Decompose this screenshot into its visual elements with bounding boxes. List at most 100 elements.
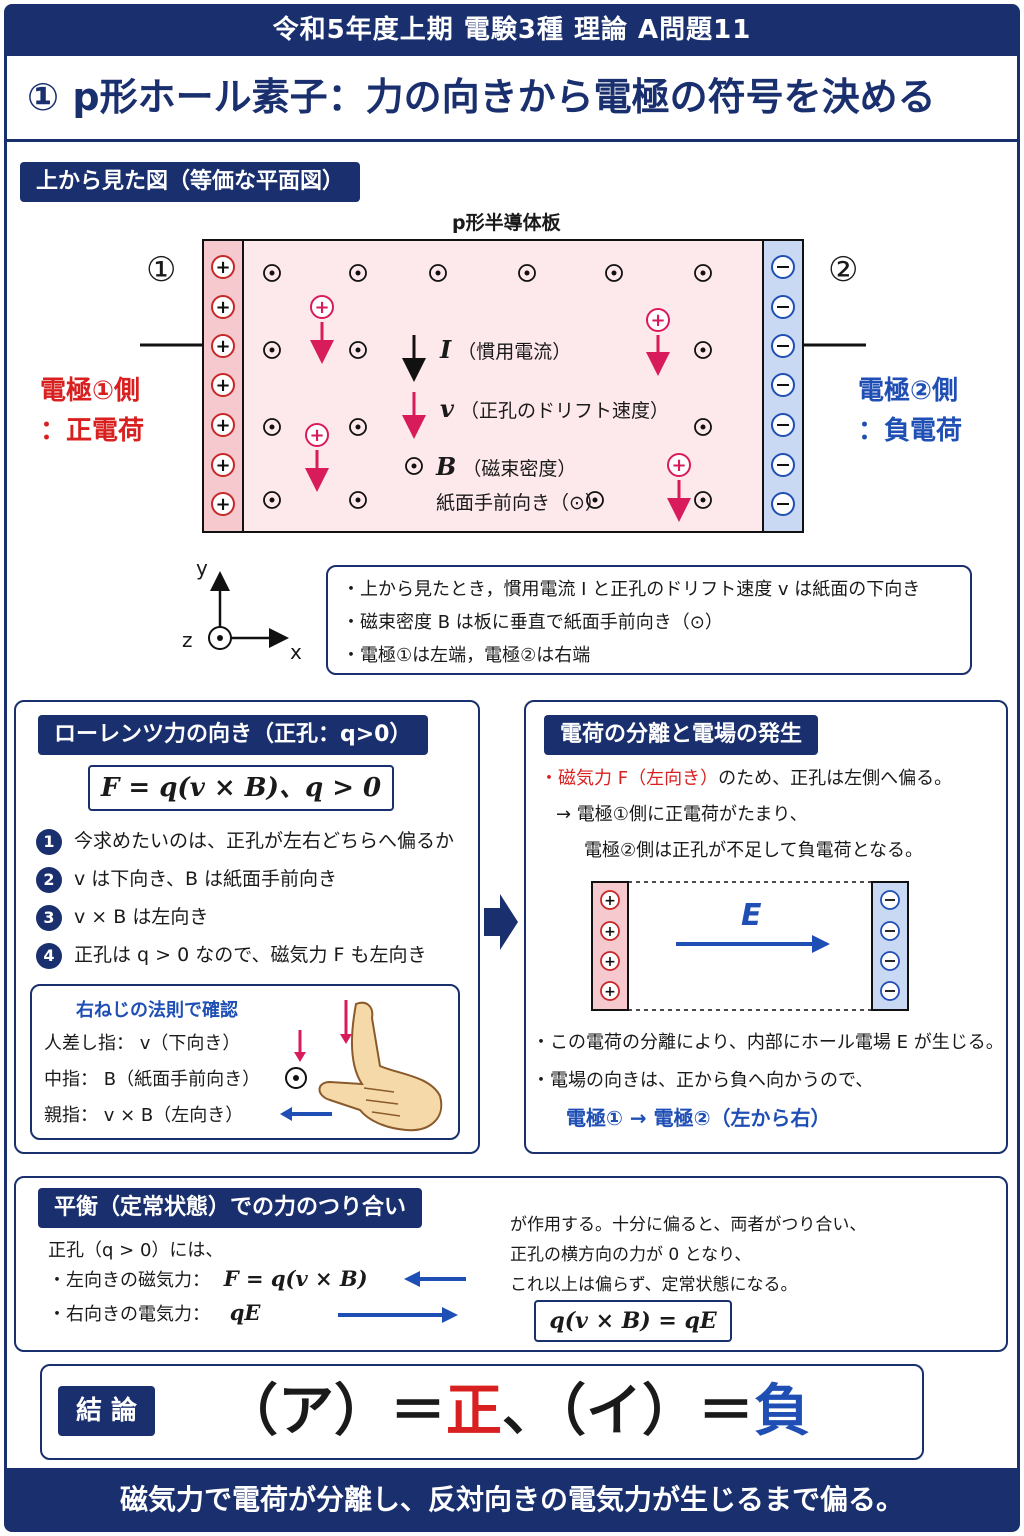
holes: + + + + <box>305 295 691 522</box>
answer-i-label: （イ）＝ <box>558 1379 754 1444</box>
footer-summary: 磁気力で電荷が分離し、反対向きの電気力が生じるまで偏る。 <box>4 1468 1020 1532</box>
current-text: （慣用電流） <box>457 341 572 363</box>
separation-line-4: ・この電荷の分離により、内部にホール電場 E が生じる。 <box>532 1032 1004 1053</box>
header-bar: 令和5年度上期 電験3種 理論 A問題11 <box>4 4 1020 56</box>
velocity-symbol: v <box>440 394 454 423</box>
semiconductor-plate <box>202 239 804 533</box>
rule-thumb: 親指： v × B（左向き） <box>44 1105 244 1126</box>
electrode-1-side: 電極①側 <box>40 376 141 406</box>
main-frame <box>4 142 1020 1468</box>
separation-tag: 電荷の分離と電場の発生 <box>544 715 819 755</box>
svg-text:+: + <box>314 297 329 318</box>
separation-line-3: 電極②側は正孔が不足して負電荷となる。 <box>584 840 924 861</box>
hall-diagram: + + + + + + + + <box>0 200 1024 680</box>
svg-text:+: + <box>604 893 616 909</box>
force-2-row: ・右向きの電気力： qE <box>48 1300 260 1326</box>
bfield-label: B （磁束密度） <box>436 452 576 481</box>
field-direction: 電極① → 電極②（左から右） <box>566 1106 831 1130</box>
hand-illustration <box>280 996 450 1136</box>
notes-box: ・上から見たとき，慣用電流 I と正孔のドリフト速度 v は紙面の下向き ・磁束… <box>326 565 972 675</box>
plate-label: p形半導体板 <box>452 212 561 234</box>
conclusion-answer: （ア）＝正、（イ）＝負 <box>222 1372 810 1452</box>
magnetic-force-result: のため、正孔は左側へ偏る。 <box>718 768 953 789</box>
balance-line-2: 正孔の横方向の力が 0 となり、 <box>510 1245 752 1265</box>
step-4: 4 正孔は q > 0 なので、磁気力 F も左向き <box>36 936 454 974</box>
velocity-label: v （正孔のドリフト速度） <box>440 394 669 423</box>
rule-index-finger: 人差し指： v（下向き） <box>44 1033 241 1054</box>
svg-text:+: + <box>215 257 230 278</box>
svg-text:+: + <box>604 954 616 970</box>
balance-equation: q(v × B) = qE <box>534 1300 732 1342</box>
axis-x-label: x <box>290 640 302 664</box>
step-3-number: 3 <box>36 904 62 931</box>
electrode-1-number: ① <box>146 250 177 290</box>
note-1: ・上から見たとき，慣用電流 I と正孔のドリフト速度 v は紙面の下向き <box>342 579 921 600</box>
axis-y-label: y <box>196 556 208 580</box>
velocity-text: （正孔のドリフト速度） <box>460 400 670 422</box>
answer-a-label: （ア）＝ <box>222 1379 446 1444</box>
bfield-direction: 紙面手前向き（⊙） <box>436 492 604 514</box>
note-3: ・電極①は左端，電極②は右端 <box>342 645 591 666</box>
page-title: ① p形ホール素子：力の向きから電極の符号を決める <box>4 56 1020 142</box>
force-1-label: ・左向きの磁気力： <box>48 1270 210 1291</box>
separation-line-1: ・磁気力 F（左向き）のため、正孔は左側へ偏る。 <box>540 764 952 790</box>
rule-title: 右ねじの法則で確認 <box>76 1000 238 1021</box>
svg-text:+: + <box>604 984 616 1000</box>
magnetic-force-phrase: ・磁気力 F（左向き） <box>540 768 719 789</box>
electrode-2 <box>762 239 804 533</box>
b-field-dots <box>263 264 712 509</box>
svg-text:+: + <box>309 425 324 446</box>
force-1-row: ・左向きの磁気力： F = q(v × B) <box>48 1266 368 1292</box>
balance-line-3: これ以上は偏らず、定常状態になる。 <box>510 1275 798 1295</box>
axes <box>208 571 289 650</box>
step-4-number: 4 <box>36 942 62 969</box>
answer-a-value: 正 <box>446 1379 502 1444</box>
bfield-text: （磁束密度） <box>462 458 577 480</box>
conclusion-box <box>40 1364 924 1460</box>
answer-i-value: 負 <box>754 1379 810 1444</box>
balance-line-1: が作用する。十分に偏ると、両者がつり合い、 <box>510 1215 867 1235</box>
separation-line-2: → 電極①側に正電荷がたまり、 <box>556 804 808 825</box>
force-1-formula: F = q(v × B) <box>223 1266 368 1291</box>
rule-middle-finger: 中指： B（紙面手前向き） <box>44 1069 261 1090</box>
svg-text:+: + <box>215 415 230 436</box>
balance-intro: 正孔（q > 0）には、 <box>48 1240 224 1261</box>
current-label: I （慣用電流） <box>440 335 571 364</box>
force-2-label: ・右向きの電気力： <box>48 1304 210 1325</box>
lorentz-formula: F = q(v × B)、q > 0 <box>88 765 394 811</box>
field-diagram: + + + + <box>590 880 910 1016</box>
step-3: 3 v × B は左向き <box>36 898 454 936</box>
left-arrow-icon <box>404 1268 468 1294</box>
balance-explanation: が作用する。十分に偏ると、両者がつり合い、 正孔の横方向の力が 0 となり、 こ… <box>510 1210 866 1300</box>
rule-lines: 人差し指： v（下向き） 中指： B（紙面手前向き） 親指： v × B（左向き… <box>44 1026 260 1134</box>
lorentz-tag: ローレンツ力の向き（正孔：q>0） <box>38 715 428 755</box>
svg-text:+: + <box>215 455 230 476</box>
electrode-1-charge: ：正電荷 <box>40 416 145 446</box>
svg-text:+: + <box>215 297 230 318</box>
note-2: ・磁束密度 B は板に垂直で紙面手前向き（⊙） <box>342 612 723 633</box>
step-1-text: 今求めたいのは、正孔が左右どちらへ偏るか <box>74 830 455 852</box>
svg-text:+: + <box>215 494 230 515</box>
step-2: 2 v は下向き、B は紙面手前向き <box>36 860 454 898</box>
step-3-text: v × B は左向き <box>74 906 209 928</box>
svg-text:+: + <box>671 455 686 476</box>
conclusion-tag: 結 論 <box>58 1386 156 1436</box>
answer-separator: 、 <box>502 1379 558 1444</box>
svg-text:+: + <box>215 336 230 357</box>
electrode-2-number: ② <box>828 250 859 290</box>
electrode-2-charge: ：負電荷 <box>858 416 963 446</box>
svg-text:+: + <box>604 924 616 940</box>
bfield-symbol: B <box>436 452 457 481</box>
step-2-number: 2 <box>36 866 62 893</box>
top-view-tag: 上から見た図（等価な平面図） <box>20 162 361 202</box>
current-symbol: I <box>440 335 452 364</box>
force-2-formula: qE <box>229 1300 261 1325</box>
svg-text:+: + <box>215 375 230 396</box>
step-2-text: v は下向き、B は紙面手前向き <box>74 868 338 890</box>
step-4-text: 正孔は q > 0 なので、磁気力 F も左向き <box>74 944 427 966</box>
separation-line-5: ・電場の向きは、正から負へ向かうので、 <box>532 1070 874 1091</box>
flow-arrow-icon <box>482 892 520 956</box>
balance-tag: 平衡（定常状態）での力のつり合い <box>38 1188 423 1228</box>
